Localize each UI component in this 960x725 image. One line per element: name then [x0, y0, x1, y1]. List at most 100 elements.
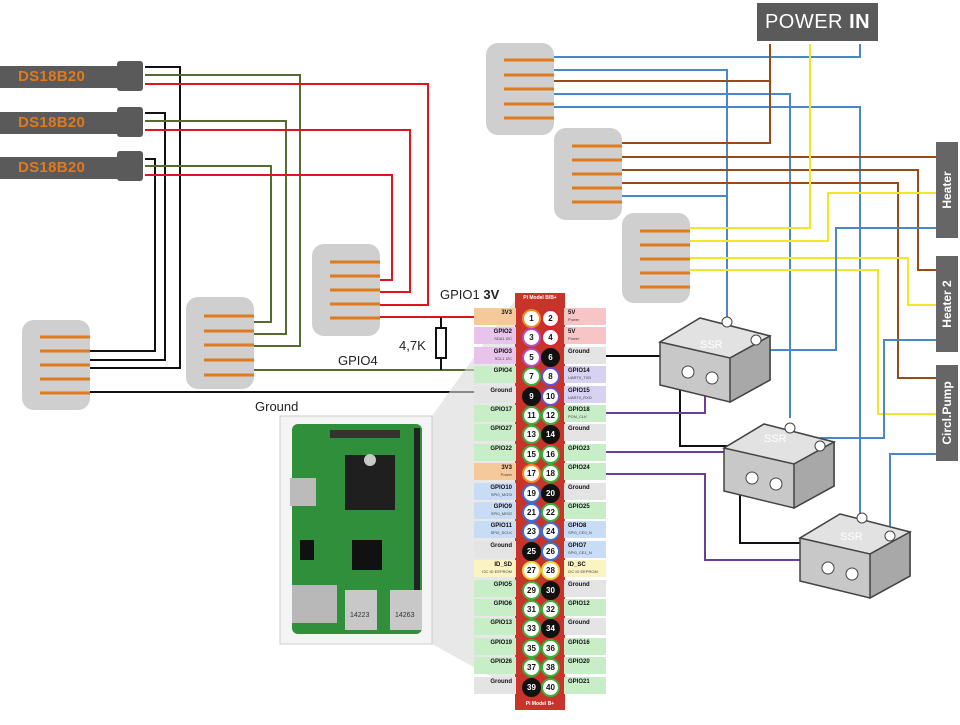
sensor3-black-wire	[62, 158, 156, 352]
pin-36: 36	[541, 638, 560, 658]
brown-wire-4	[618, 169, 936, 271]
power-in-prefix: POWER	[764, 11, 850, 33]
heater-label-text: Heater	[940, 171, 954, 209]
wago-connectors	[22, 43, 690, 410]
pin-37: 37	[522, 658, 541, 678]
gpio4-label: GPIO4	[338, 353, 378, 368]
power-wires	[548, 44, 936, 533]
blue-wire-6	[755, 227, 936, 351]
pin-17: 17	[522, 464, 541, 484]
pin-label-right: GPIO20	[564, 657, 606, 675]
gpio-header-footer: Pi Model B+	[525, 701, 555, 707]
blue-wire-4	[548, 106, 861, 518]
blue-wire-1	[548, 44, 861, 58]
pin-3: 3	[522, 328, 541, 348]
blue-wire-7	[820, 339, 936, 439]
pi-chip-marking-2: 14263	[395, 612, 415, 619]
pin-label-left: GPIO26	[474, 657, 516, 675]
heater2-label: Heater 2	[936, 256, 958, 352]
pin-label-right: GPIO12	[564, 599, 606, 616]
pin-label-left: GPIO19	[474, 637, 516, 655]
resistor-label: 4,7K	[399, 338, 426, 353]
ssr-2	[722, 422, 837, 510]
pin-40: 40	[541, 677, 560, 697]
pin-15: 15	[522, 444, 541, 464]
pin-label-right: GPIO23	[564, 443, 606, 461]
pin-label-left: 3V3	[474, 308, 516, 325]
pi-chip-marking-1: 14223	[350, 612, 370, 619]
yellow-wire-3	[688, 257, 936, 306]
pin-25: 25	[522, 541, 541, 561]
pin-7: 7	[522, 367, 541, 387]
ssr-2-label: SSR	[764, 433, 787, 445]
pump-label-text: Circl.Pump	[940, 381, 954, 445]
pin-label-right: Ground	[564, 346, 606, 364]
pin-label-right: Ground	[564, 424, 606, 442]
brown-wire-2	[618, 81, 771, 144]
pin-4: 4	[541, 328, 560, 348]
pin-12: 12	[541, 406, 560, 425]
ssr-1-label: SSR	[700, 339, 723, 351]
pin-1: 1	[522, 309, 541, 328]
pin-23: 23	[522, 522, 541, 542]
pin-31: 31	[522, 600, 541, 619]
pin-20: 20	[541, 483, 560, 503]
wago-sensor-2	[186, 297, 254, 389]
pin-33: 33	[522, 619, 541, 639]
raspberry-pi-board	[279, 415, 433, 645]
sensor1-red-wire	[145, 83, 429, 306]
ssr-1	[658, 316, 773, 404]
sensor-label-2: DS18B20	[0, 112, 136, 134]
pin-35: 35	[522, 638, 541, 658]
pin-28: 28	[541, 561, 560, 581]
wago-terminals	[40, 58, 690, 395]
sensor-probe-3	[117, 151, 143, 181]
pin-21: 21	[522, 503, 541, 522]
pin-9: 9	[522, 386, 541, 406]
pin-label-right: Ground	[564, 482, 606, 500]
pin-32: 32	[541, 600, 560, 619]
power-in-bold: IN	[849, 11, 871, 33]
pin-label-left: Ground	[474, 540, 516, 558]
pin-8: 8	[541, 367, 560, 387]
sensor-label-3: DS18B20	[0, 157, 136, 179]
ssr-3	[798, 512, 913, 600]
pin-27: 27	[522, 561, 541, 581]
yellow-wire-1	[688, 44, 811, 229]
pin-26: 26	[541, 541, 560, 561]
pin-label-left: GPIO13	[474, 618, 516, 636]
pin-34: 34	[541, 619, 560, 639]
pin-label-left: GPIO17	[474, 405, 516, 422]
ssr3-control-wire	[557, 473, 830, 561]
pin-11: 11	[522, 406, 541, 425]
pin-label-right: GPIO16	[564, 637, 606, 655]
pin-14: 14	[541, 425, 560, 445]
sensor2-black-wire	[62, 112, 166, 361]
heater2-label-text: Heater 2	[940, 280, 954, 328]
pin-10: 10	[541, 386, 560, 406]
pin-label-right: Ground	[564, 618, 606, 636]
sensor-label-1: DS18B20	[0, 66, 136, 88]
pin-label-left: GPIO27	[474, 424, 516, 442]
gpio-header-title: Pi Model B/B+	[523, 295, 557, 301]
pin-label-right: GPIO24	[564, 463, 606, 481]
pin-6: 6	[541, 347, 560, 367]
pin-38: 38	[541, 658, 560, 678]
pin-label-left: GPIO4	[474, 366, 516, 384]
gpio1-text: GPIO1	[440, 287, 480, 302]
pin-30: 30	[541, 580, 560, 600]
sensor-probe-1	[117, 61, 143, 91]
blue-wire-3	[548, 93, 791, 418]
pullup-resistor	[435, 327, 447, 359]
